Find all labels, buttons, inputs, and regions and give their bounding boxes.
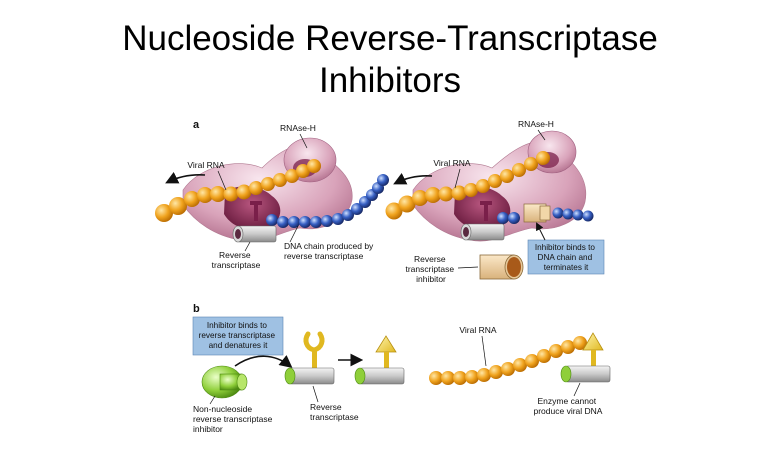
direction-arrow (393, 172, 433, 185)
callout-inhibitor-binds-dna: Inhibitor binds to DNA chain and termina… (527, 239, 605, 275)
rt-denatured (354, 335, 405, 385)
nnrti-molecule (201, 365, 248, 399)
label-viral-rna-right: Viral RNA (433, 158, 470, 168)
label-rt-inhibitor: Reverse transcriptase inhibitor (405, 254, 456, 284)
label-viral-rna-left: Viral RNA (187, 160, 224, 170)
rt-inactive (560, 332, 611, 383)
reverse-transcriptase-inhibitor-molecule (479, 254, 524, 280)
viral-rna-strand-b (429, 336, 587, 385)
panel-a-right: RNAse-H Viral RNA Reverse transcriptase … (385, 119, 605, 284)
label-nnrti: Non-nucleoside reverse transcriptase inh… (193, 404, 275, 434)
reverse-transcriptase-cylinder (460, 223, 505, 241)
rt-with-receptor (284, 331, 335, 385)
binding-arrow (234, 355, 293, 368)
slide-title-line-1: Nucleoside Reverse-Transcriptase (122, 19, 658, 58)
enzyme-cleft (454, 186, 511, 231)
panel-b-letter: b (193, 303, 200, 315)
label-rnase-h-left: RNAse-H (280, 123, 316, 133)
label-rnase-h-right: RNAse-H (518, 119, 554, 129)
label-reverse-transcriptase-b: Reverse transcriptase (310, 402, 359, 422)
reverse-transcriptase-cylinder (232, 225, 277, 243)
label-reverse-transcriptase-left: Reverse transcriptase (212, 250, 261, 270)
dna-chain (497, 207, 594, 224)
viral-rna-strand (385, 151, 550, 220)
label-enzyme-cannot: Enzyme cannot produce viral DNA (534, 396, 603, 416)
slide-title: Nucleoside Reverse-Transcriptase Inhibit… (0, 18, 780, 102)
label-viral-rna-b: Viral RNA (459, 325, 496, 335)
panel-a-letter: a (193, 119, 200, 131)
slide-title-line-2: Inhibitors (318, 61, 462, 100)
viral-rna-strand (155, 159, 321, 222)
callout-inhibitor-binds-rt: Inhibitor binds to reverse transcriptase… (192, 316, 284, 356)
svg-text:Inhibitor binds to rever: Inhibitor binds to reverse transcriptase… (199, 321, 278, 350)
panel-a-left: RNAse-H Viral RNA DNA chain produced by … (155, 123, 389, 270)
label-dna-chain: DNA chain produced by reverse transcript… (284, 241, 376, 261)
chain-terminator (523, 203, 551, 223)
direction-arrow (165, 171, 206, 184)
dna-chain (266, 174, 389, 228)
svg-text:Inhibitor binds to DNA: Inhibitor binds to DNA chain and termina… (535, 243, 597, 272)
